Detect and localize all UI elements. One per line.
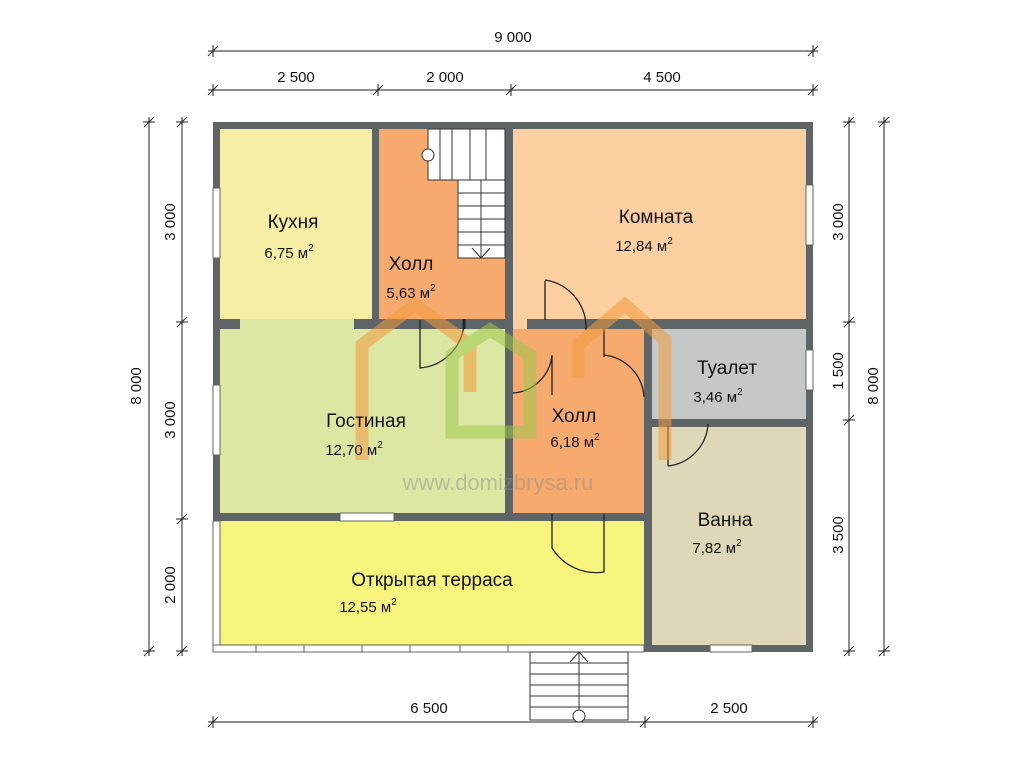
dim-right-seg-2: 1 500	[830, 352, 847, 390]
dim-bottom-seg-1: 6 500	[410, 700, 448, 717]
dim-top-seg-1: 2 500	[277, 69, 315, 86]
label-hall-top-name: Холл	[389, 254, 434, 275]
dim-right-total: 8 000	[865, 367, 882, 405]
terrace-railing	[212, 520, 221, 653]
terrace-railing-bottom	[212, 644, 645, 653]
room-terrace	[220, 521, 644, 645]
label-kitchen-area: 6,75 м2	[264, 243, 314, 262]
label-terrace-name: Открытая терраса	[351, 570, 513, 591]
label-toilet-area: 3,46 м2	[693, 387, 743, 406]
room-room	[513, 129, 806, 319]
label-terrace-area: 12,55 м2	[339, 597, 397, 616]
label-hall-mid-name: Холл	[552, 406, 597, 427]
dim-top-total: 9 000	[494, 29, 532, 46]
label-hall-mid-area: 6,18 м2	[550, 432, 600, 451]
label-kitchen-name: Кухня	[268, 212, 319, 233]
label-living-area: 12,70 м2	[325, 440, 383, 459]
watermark-text: www.domizbrysa.ru	[402, 470, 594, 495]
label-hall-top-area: 5,63 м2	[386, 283, 436, 302]
dim-right-seg-1: 3 000	[830, 203, 847, 241]
opening-hall-room	[513, 319, 527, 329]
dim-left-seg-3: 2 000	[162, 566, 179, 604]
opening-kitchen-living	[240, 319, 354, 329]
label-bath-name: Ванна	[698, 510, 753, 531]
watermark-logo	[355, 296, 672, 460]
label-living-name: Гостиная	[326, 411, 406, 432]
dim-top-seg-3: 4 500	[643, 69, 681, 86]
windows	[212, 184, 814, 653]
label-room-name: Комната	[619, 207, 694, 228]
room-bath	[652, 427, 806, 645]
label-room-area: 12,84 м2	[615, 236, 673, 255]
dim-left-seg-2: 3 000	[162, 401, 179, 439]
label-bath-area: 7,82 м2	[692, 538, 742, 557]
interior-stairs	[421, 128, 506, 259]
dim-bottom-seg-2: 2 500	[710, 700, 748, 717]
label-toilet-name: Туалет	[697, 358, 757, 379]
room-kitchen	[220, 129, 372, 319]
dim-left-total: 8 000	[128, 367, 145, 405]
dimension-lines	[143, 45, 890, 728]
room-toilet	[652, 329, 806, 419]
dim-left-seg-1: 3 000	[162, 203, 179, 241]
dim-right-seg-3: 3 500	[830, 516, 847, 554]
dim-top-seg-2: 2 000	[426, 69, 464, 86]
entrance-stairs	[529, 651, 629, 723]
